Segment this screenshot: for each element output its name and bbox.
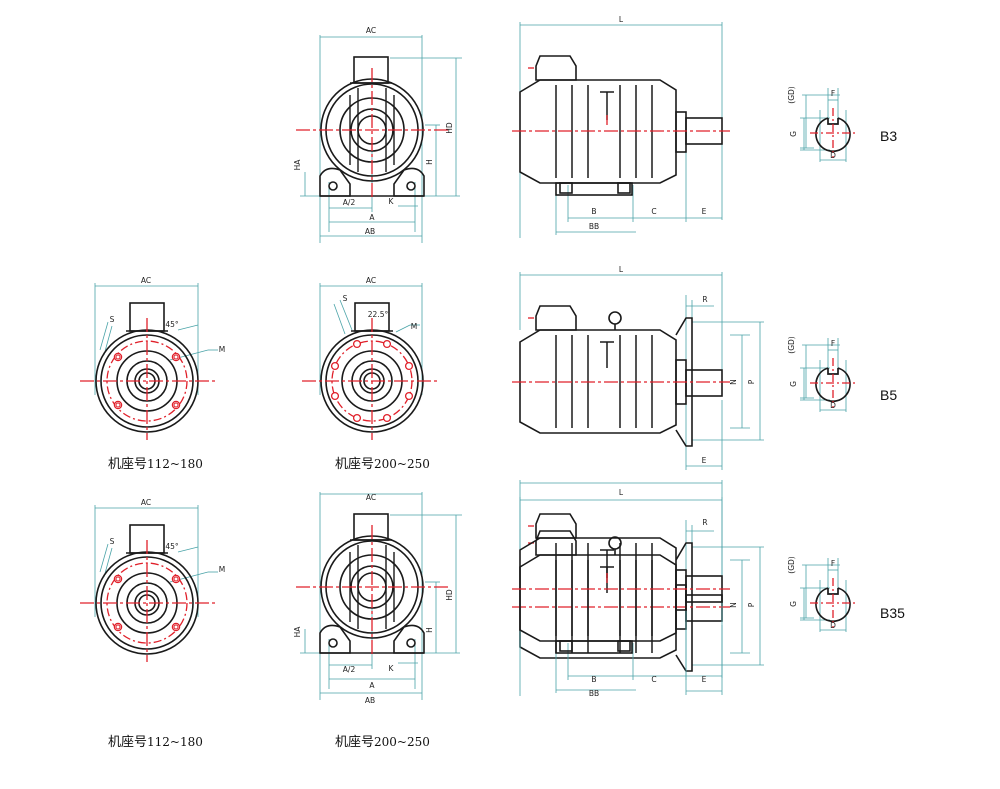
caption-frame-small-top: 机座号112~180 — [108, 453, 203, 472]
shaft-section-b35 — [799, 557, 857, 633]
mounting-label-b3: B3 — [880, 128, 898, 144]
caption-frame-large-bottom: 机座号200~250 — [335, 731, 430, 750]
dim-label-gd: (GD) — [787, 86, 796, 104]
dim-label-p-b35: P — [747, 602, 756, 607]
dim-label-bb-b35: BB — [589, 689, 599, 698]
dim-label-ac-small-b35: AC — [141, 498, 151, 507]
caption-range: 200~250 — [374, 735, 430, 749]
dim-label-b-b35: B — [591, 675, 596, 684]
caption-prefix: 机座号 — [335, 457, 375, 472]
dim-label-p-b5: P — [747, 379, 756, 384]
dim-label-hd: HD — [445, 122, 454, 134]
dim-label-l: L — [619, 15, 624, 24]
dim-label-n-b35: N — [729, 602, 738, 608]
dim-label-g-b5: G — [789, 381, 798, 387]
dim-label-ab: AB — [365, 227, 375, 236]
caption-prefix: 机座号 — [108, 457, 148, 472]
flange-view-small-b35 — [79, 504, 219, 663]
dim-label-ha: HA — [293, 159, 302, 171]
dim-label-m-small-b35: M — [219, 565, 225, 574]
caption-frame-small-bottom: 机座号112~180 — [108, 731, 203, 750]
dim-label-f: F — [831, 89, 835, 98]
dim-label-e: E — [702, 207, 707, 216]
dim-label-s-large: S — [343, 294, 348, 303]
shaft-section-b5 — [799, 337, 857, 413]
dim-label-angle-small: 45° — [165, 320, 179, 329]
dim-label-r-b35: R — [702, 518, 707, 527]
dim-label-ha-b35: HA — [293, 626, 302, 638]
dim-label-g: G — [789, 131, 798, 137]
side-view-b35-flange — [511, 496, 765, 696]
dim-label-ac: AC — [366, 26, 376, 35]
dim-label-a-half: A/2 — [343, 198, 356, 207]
dim-label-angle2-large: 22.5° — [368, 310, 389, 319]
dim-label-f-b5: F — [831, 339, 835, 348]
dim-label-ac-b35: AC — [366, 493, 376, 502]
dim-label-c: C — [651, 207, 656, 216]
caption-prefix: 机座号 — [335, 735, 375, 750]
dim-label-bb: BB — [589, 222, 599, 231]
dim-label-ac-large: AC — [366, 276, 376, 285]
caption-prefix: 机座号 — [108, 735, 148, 750]
dim-label-k: K — [389, 197, 395, 206]
shaft-section-b3 — [799, 87, 857, 163]
caption-range: 112~180 — [147, 735, 203, 749]
dim-label-h-b35: H — [425, 627, 434, 633]
dim-label-angle-small-b35: 45° — [165, 542, 179, 551]
dim-label-n-b5: N — [729, 379, 738, 385]
dim-label-gd-b5: (GD) — [787, 336, 796, 354]
dim-label-gd-b35: (GD) — [787, 556, 796, 574]
dim-label-l-b5: L — [619, 265, 624, 274]
dim-label-l-b35: L — [619, 488, 624, 497]
dim-label-s-small-b35: S — [110, 537, 115, 546]
side-view-b3 — [511, 21, 731, 239]
dim-label-c-b35: C — [651, 675, 656, 684]
front-view-b3 — [295, 34, 463, 244]
mounting-label-b5: B5 — [880, 387, 898, 403]
dim-label-hd-b35: HD — [445, 589, 454, 601]
dim-label-d-b35: D — [830, 621, 836, 630]
mounting-label-b35: B35 — [880, 605, 905, 621]
dim-label-b: B — [591, 207, 596, 216]
dim-label-h: H — [425, 159, 434, 165]
dim-label-f-b35: F — [831, 559, 835, 568]
side-view-b5 — [511, 271, 765, 471]
dim-label-a-half-b35: A/2 — [343, 665, 356, 674]
flange-view-large-b5 — [301, 282, 441, 441]
dim-label-d-b5: D — [830, 401, 836, 410]
dim-label-g-b35: G — [789, 601, 798, 607]
caption-range: 112~180 — [147, 457, 203, 471]
dim-label-ab-b35: AB — [365, 696, 375, 705]
dim-label-d: D — [830, 151, 836, 160]
flange-view-small-b5 — [79, 282, 219, 441]
caption-frame-large-top: 机座号200~250 — [335, 453, 430, 472]
side-view-b35-feet — [511, 479, 731, 697]
dim-label-k-b35: K — [389, 664, 395, 673]
dim-label-r-b5: R — [702, 295, 707, 304]
front-view-b35 — [295, 491, 463, 701]
dim-label-s-small: S — [110, 315, 115, 324]
dim-label-ac-small: AC — [141, 276, 151, 285]
dim-label-m-large: M — [411, 322, 417, 331]
dim-label-m-small: M — [219, 345, 225, 354]
dim-label-e-b35: E — [702, 675, 707, 684]
dim-label-a: A — [369, 213, 375, 222]
caption-range: 200~250 — [374, 457, 430, 471]
dim-label-e-b5: E — [702, 456, 707, 465]
dim-label-a-b35: A — [369, 681, 375, 690]
